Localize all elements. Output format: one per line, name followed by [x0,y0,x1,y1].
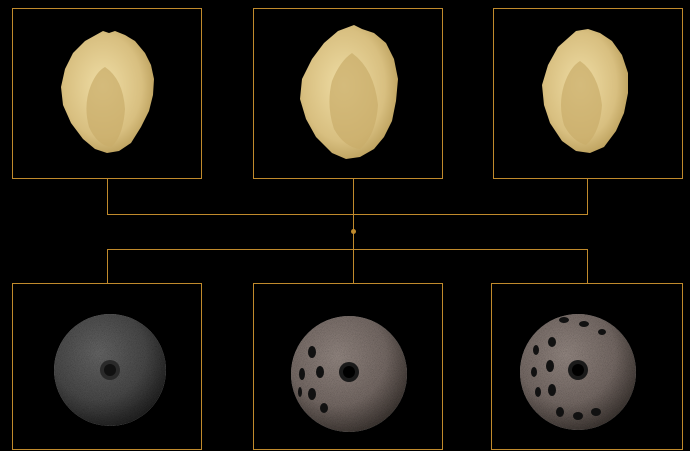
cup-icon [492,284,684,451]
liner-icon [13,9,203,180]
liner-icon [254,9,444,180]
cup-panel-3 [491,283,683,450]
liner-panel-1 [12,8,202,179]
cup-panel-2 [253,283,443,450]
connector-bottom-bar [107,249,588,250]
cup-panel-1 [12,283,202,450]
connector-top-bar [107,214,588,215]
connector-top-right-stem [587,179,588,215]
connector-bottom-left-stem [107,249,108,283]
connector-top-left-stem [107,179,108,215]
liner-icon [494,9,684,180]
cup-icon [254,284,444,451]
liner-panel-3 [493,8,683,179]
connector-bottom-right-stem [587,249,588,283]
connector-top-center-stem [353,179,354,215]
connector-junction-dot [351,229,356,234]
liner-panel-2 [253,8,443,179]
cup-icon [13,284,203,451]
